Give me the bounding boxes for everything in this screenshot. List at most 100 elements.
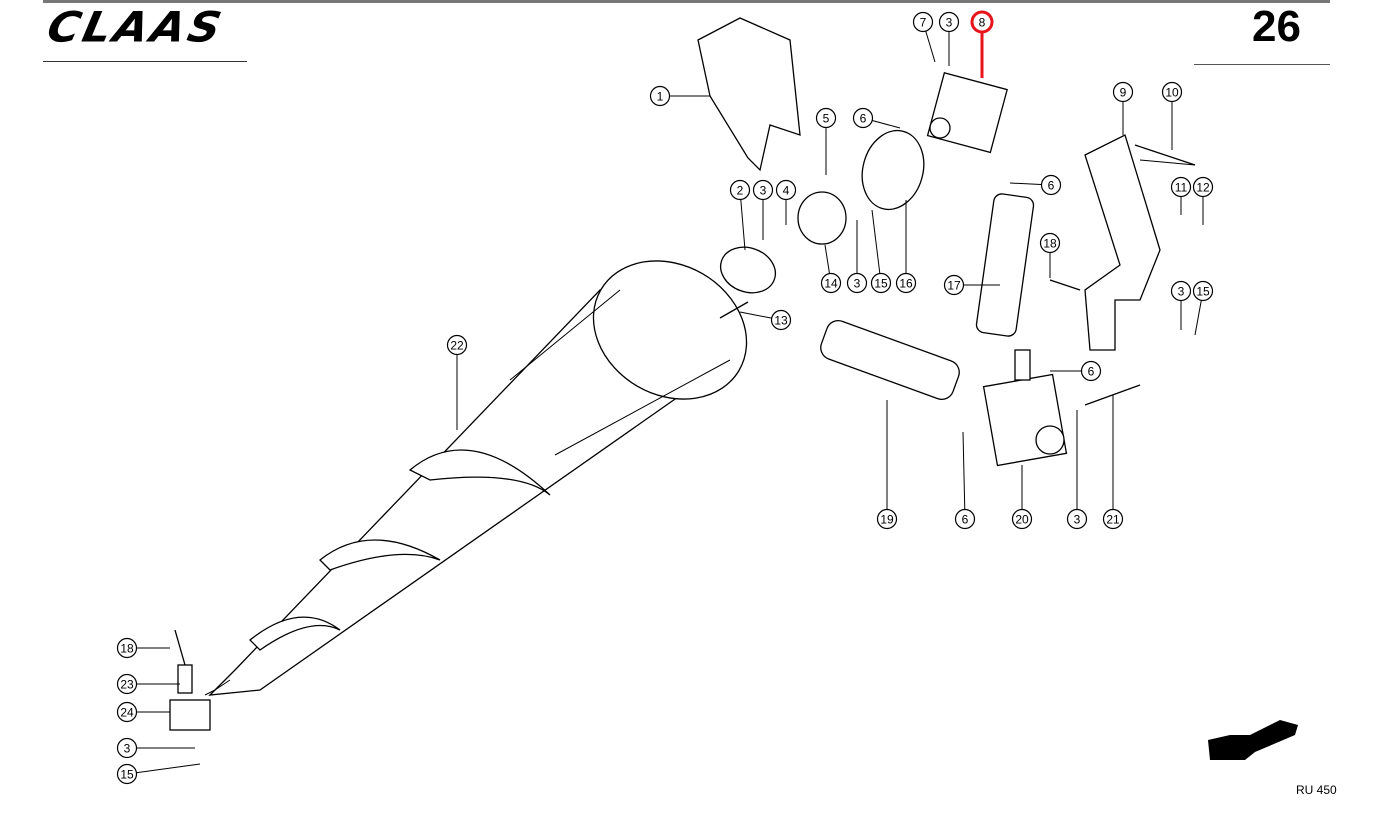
callout-label: 9 — [1120, 86, 1127, 100]
callout-label: 15 — [874, 277, 888, 291]
callout-circle — [938, 11, 960, 33]
callout-9[interactable]: 9 — [1112, 81, 1134, 136]
callout-circle — [912, 11, 934, 33]
callout-circle — [820, 272, 842, 294]
callout-label: 17 — [947, 279, 961, 293]
callout-8[interactable]: 8 — [970, 10, 994, 78]
callout-3[interactable]: 3 — [1066, 410, 1088, 530]
callout-label: 3 — [760, 184, 767, 198]
part-chute — [697, 17, 801, 172]
callout-label: 22 — [450, 339, 464, 353]
callout-circle — [1039, 232, 1061, 254]
callout-circle — [1170, 176, 1192, 198]
callout-circle — [1170, 280, 1192, 302]
callout-label: 20 — [1015, 513, 1029, 527]
top-border — [43, 0, 1330, 3]
callout-15[interactable]: 15 — [116, 763, 201, 785]
callout-3[interactable]: 3 — [1170, 280, 1192, 331]
page-number: 26 — [1252, 2, 1301, 51]
callout-label: 15 — [1196, 285, 1210, 299]
callout-12[interactable]: 12 — [1192, 176, 1214, 226]
callout-label: 18 — [1043, 237, 1057, 251]
callout-6[interactable]: 6 — [954, 431, 976, 530]
callout-1[interactable]: 1 — [649, 85, 711, 107]
callout-7[interactable]: 7 — [912, 11, 936, 63]
part-bolt — [1134, 144, 1196, 166]
callout-22[interactable]: 22 — [446, 334, 468, 431]
callout-circle — [729, 179, 751, 201]
divider — [1194, 64, 1330, 65]
callout-18[interactable]: 18 — [1039, 232, 1061, 279]
callout-label: 3 — [1178, 285, 1185, 299]
callout-label: 7 — [920, 16, 927, 30]
callout-5[interactable]: 5 — [815, 107, 837, 176]
callout-3[interactable]: 3 — [116, 737, 196, 759]
part-disc — [861, 129, 925, 211]
callout-17[interactable]: 17 — [943, 274, 1001, 296]
callout-20[interactable]: 20 — [1011, 465, 1033, 530]
callout-label: 19 — [880, 513, 894, 527]
callout-label: 24 — [120, 706, 134, 720]
callout-label: 12 — [1196, 181, 1210, 195]
callout-label: 3 — [124, 742, 131, 756]
callout-circle — [775, 179, 797, 201]
callout-label: 23 — [120, 678, 134, 692]
callout-14[interactable]: 14 — [820, 244, 842, 294]
callout-13[interactable]: 13 — [739, 309, 792, 331]
callout-label: 21 — [1106, 513, 1120, 527]
callout-11[interactable]: 11 — [1170, 176, 1192, 216]
callout-label: 18 — [120, 642, 134, 656]
callout-6[interactable]: 6 — [852, 107, 901, 129]
callout-circle — [1011, 508, 1033, 530]
callout-label: 16 — [899, 277, 913, 291]
divider — [43, 61, 247, 62]
callout-circle — [876, 508, 898, 530]
callout-label: 6 — [962, 513, 969, 527]
callout-circle — [852, 107, 874, 129]
callout-15[interactable]: 15 — [1192, 280, 1214, 336]
callout-circle — [1040, 174, 1062, 196]
part-upper-gearbox — [926, 72, 1008, 154]
callout-3[interactable]: 3 — [938, 11, 960, 67]
callout-circle — [446, 334, 468, 356]
callout-label: 13 — [774, 314, 788, 328]
leader-line — [126, 763, 201, 775]
callout-circle — [770, 309, 792, 331]
callout-10[interactable]: 10 — [1161, 81, 1183, 151]
part-auger-rim — [592, 260, 748, 400]
callout-circle — [895, 272, 917, 294]
callout-6[interactable]: 6 — [1009, 174, 1062, 196]
callout-circle — [846, 272, 868, 294]
callout-label: 11 — [1175, 181, 1188, 195]
callout-21[interactable]: 21 — [1102, 395, 1124, 530]
callout-3[interactable]: 3 — [752, 179, 774, 241]
part-bolt — [1049, 279, 1081, 291]
callout-23[interactable]: 23 — [116, 673, 181, 695]
parts-drawing — [169, 17, 1298, 760]
callout-circle — [954, 508, 976, 530]
callout-2[interactable]: 2 — [729, 179, 751, 251]
part-bracket — [1084, 134, 1161, 351]
callout-16[interactable]: 16 — [895, 200, 917, 294]
callout-15[interactable]: 15 — [870, 209, 892, 294]
callout-3[interactable]: 3 — [846, 220, 868, 294]
part-flange — [719, 246, 777, 294]
part-drive-shaft — [975, 193, 1035, 337]
callout-6[interactable]: 6 — [1050, 360, 1102, 382]
part-bolt — [719, 301, 749, 319]
callout-19[interactable]: 19 — [876, 400, 898, 530]
callout-circle — [943, 274, 965, 296]
callout-circle — [1080, 360, 1102, 382]
callout-circle — [870, 272, 892, 294]
callout-4[interactable]: 4 — [775, 179, 797, 226]
callout-circle — [815, 107, 837, 129]
callout-label: 6 — [860, 112, 867, 126]
callout-24[interactable]: 24 — [116, 701, 171, 723]
callout-circle — [1192, 280, 1214, 302]
callout-label: 8 — [979, 16, 986, 30]
callout-circle — [116, 701, 138, 723]
callout-18[interactable]: 18 — [116, 637, 171, 659]
drawing-reference: RU 450 — [1296, 783, 1337, 797]
leader-line — [871, 209, 882, 284]
